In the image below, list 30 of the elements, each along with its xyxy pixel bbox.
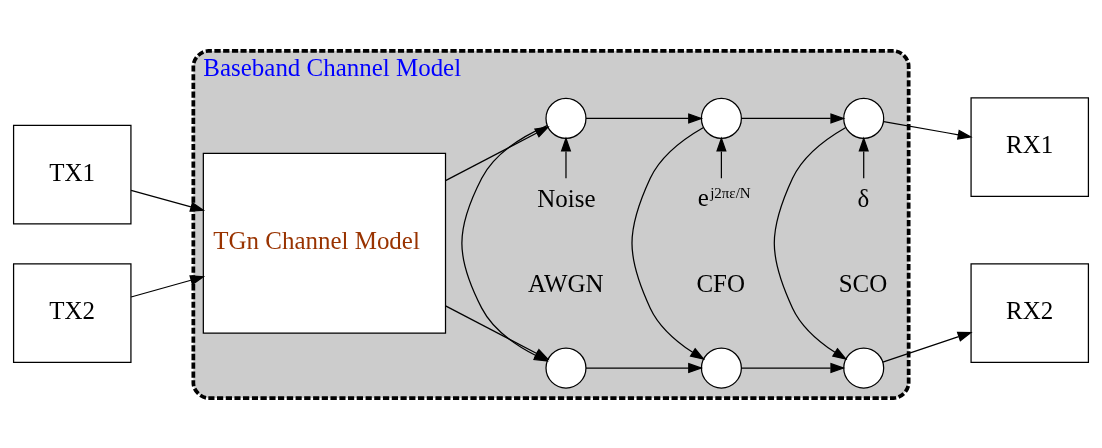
arrow (130, 274, 206, 298)
arrow (631, 126, 706, 360)
node-circle (700, 97, 742, 139)
arrow (560, 136, 572, 179)
label: SCO (838, 269, 888, 297)
arrow (716, 136, 727, 179)
label: AWGN (527, 269, 604, 297)
arrow (585, 362, 704, 373)
node-circle (545, 346, 587, 389)
arrow (130, 189, 206, 212)
node-box: RX1 (970, 96, 1090, 197)
node-box: TGn Channel Model (202, 152, 447, 334)
arrow (740, 112, 846, 124)
node-circle (545, 97, 587, 139)
node-text: Noise (537, 184, 596, 212)
arrow (740, 362, 846, 373)
arrow (883, 120, 973, 140)
arrow (882, 331, 973, 363)
arrow (585, 112, 704, 124)
node-box: TX1 (12, 124, 132, 224)
arrow (773, 126, 848, 360)
node-circle (843, 346, 885, 389)
node-box: TX2 (12, 262, 132, 363)
node-circle (843, 97, 885, 139)
node-box: RX2 (970, 262, 1090, 363)
label: CFO (696, 269, 745, 297)
node-circle (700, 346, 742, 389)
node-text: δ (857, 184, 870, 212)
node-text: e$^{j2πε/N}$ (697, 183, 751, 211)
arrow (858, 136, 869, 179)
